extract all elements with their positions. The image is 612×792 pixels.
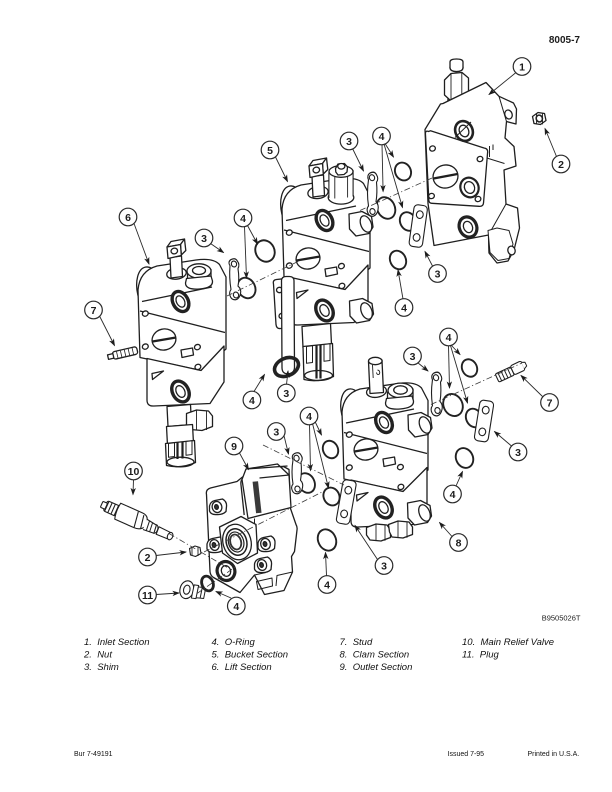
svg-text:4: 4 (306, 411, 312, 423)
svg-text:4: 4 (379, 131, 385, 143)
svg-text:8: 8 (456, 538, 462, 550)
svg-text:3: 3 (435, 269, 441, 281)
svg-text:4: 4 (324, 580, 330, 592)
svg-text:4: 4 (249, 395, 255, 407)
svg-text:4: 4 (450, 489, 456, 501)
svg-text:B9505026T: B9505026T (542, 614, 581, 623)
svg-text:4: 4 (233, 601, 239, 613)
svg-text:4: 4 (446, 332, 452, 344)
svg-text:9. Outlet Section: 9. Outlet Section (340, 662, 413, 673)
svg-text:9: 9 (231, 441, 237, 453)
svg-text:Issued 7-95: Issued 7-95 (448, 751, 485, 758)
svg-text:3. Shim: 3. Shim (84, 662, 119, 673)
svg-text:7: 7 (91, 305, 97, 317)
svg-text:8005-7: 8005-7 (549, 35, 581, 46)
svg-text:10. Main Relief Valve: 10. Main Relief Valve (462, 637, 554, 648)
svg-text:3: 3 (410, 351, 416, 363)
svg-text:4: 4 (240, 213, 246, 225)
svg-text:1. Inlet Section: 1. Inlet Section (84, 637, 149, 648)
svg-text:Bur 7-49191: Bur 7-49191 (74, 751, 113, 758)
svg-text:11. Plug: 11. Plug (462, 650, 500, 661)
svg-text:7. Stud: 7. Stud (340, 637, 373, 648)
svg-text:3: 3 (515, 447, 521, 459)
svg-text:2. Nut: 2. Nut (83, 650, 112, 661)
svg-text:11: 11 (142, 590, 153, 602)
svg-text:4. O-Ring: 4. O-Ring (212, 637, 256, 648)
svg-text:2: 2 (145, 552, 151, 564)
svg-text:4: 4 (401, 303, 407, 315)
svg-text:3: 3 (346, 136, 352, 148)
svg-text:3: 3 (273, 427, 279, 439)
svg-text:5: 5 (267, 145, 273, 157)
svg-text:8. Clam Section: 8. Clam Section (340, 650, 410, 661)
svg-text:6. Lift Section: 6. Lift Section (212, 662, 272, 673)
svg-text:3: 3 (201, 233, 207, 245)
svg-text:2: 2 (558, 159, 564, 171)
svg-text:7: 7 (547, 398, 553, 410)
svg-text:3: 3 (283, 388, 289, 400)
svg-text:Printed in U.S.A.: Printed in U.S.A. (528, 751, 580, 758)
svg-text:10: 10 (128, 466, 140, 478)
svg-text:3: 3 (381, 561, 387, 573)
svg-text:6: 6 (125, 212, 131, 224)
svg-text:1: 1 (519, 62, 525, 74)
svg-text:5. Bucket Section: 5. Bucket Section (212, 650, 289, 661)
